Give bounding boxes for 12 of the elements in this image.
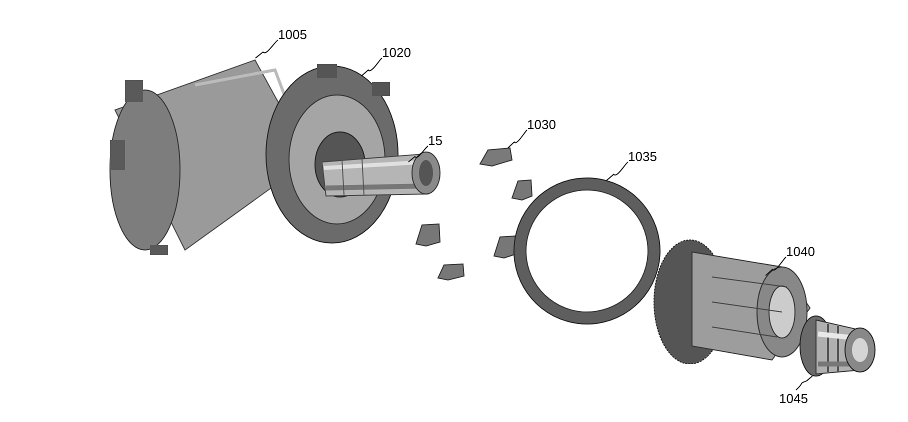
leader-line [796,376,813,390]
callout-number: 1020 [382,44,411,62]
callout-number: 1005 [278,26,307,44]
leader-line [360,58,382,77]
callout-number: 1040 [786,243,815,261]
callout-number: 1030 [527,116,556,134]
callout-number: 15 [428,132,442,150]
callout-number: 1035 [628,148,657,166]
leader-line [507,130,528,148]
callout-number: 1045 [779,390,808,408]
leader-line [606,162,628,181]
leader-line [255,40,278,59]
